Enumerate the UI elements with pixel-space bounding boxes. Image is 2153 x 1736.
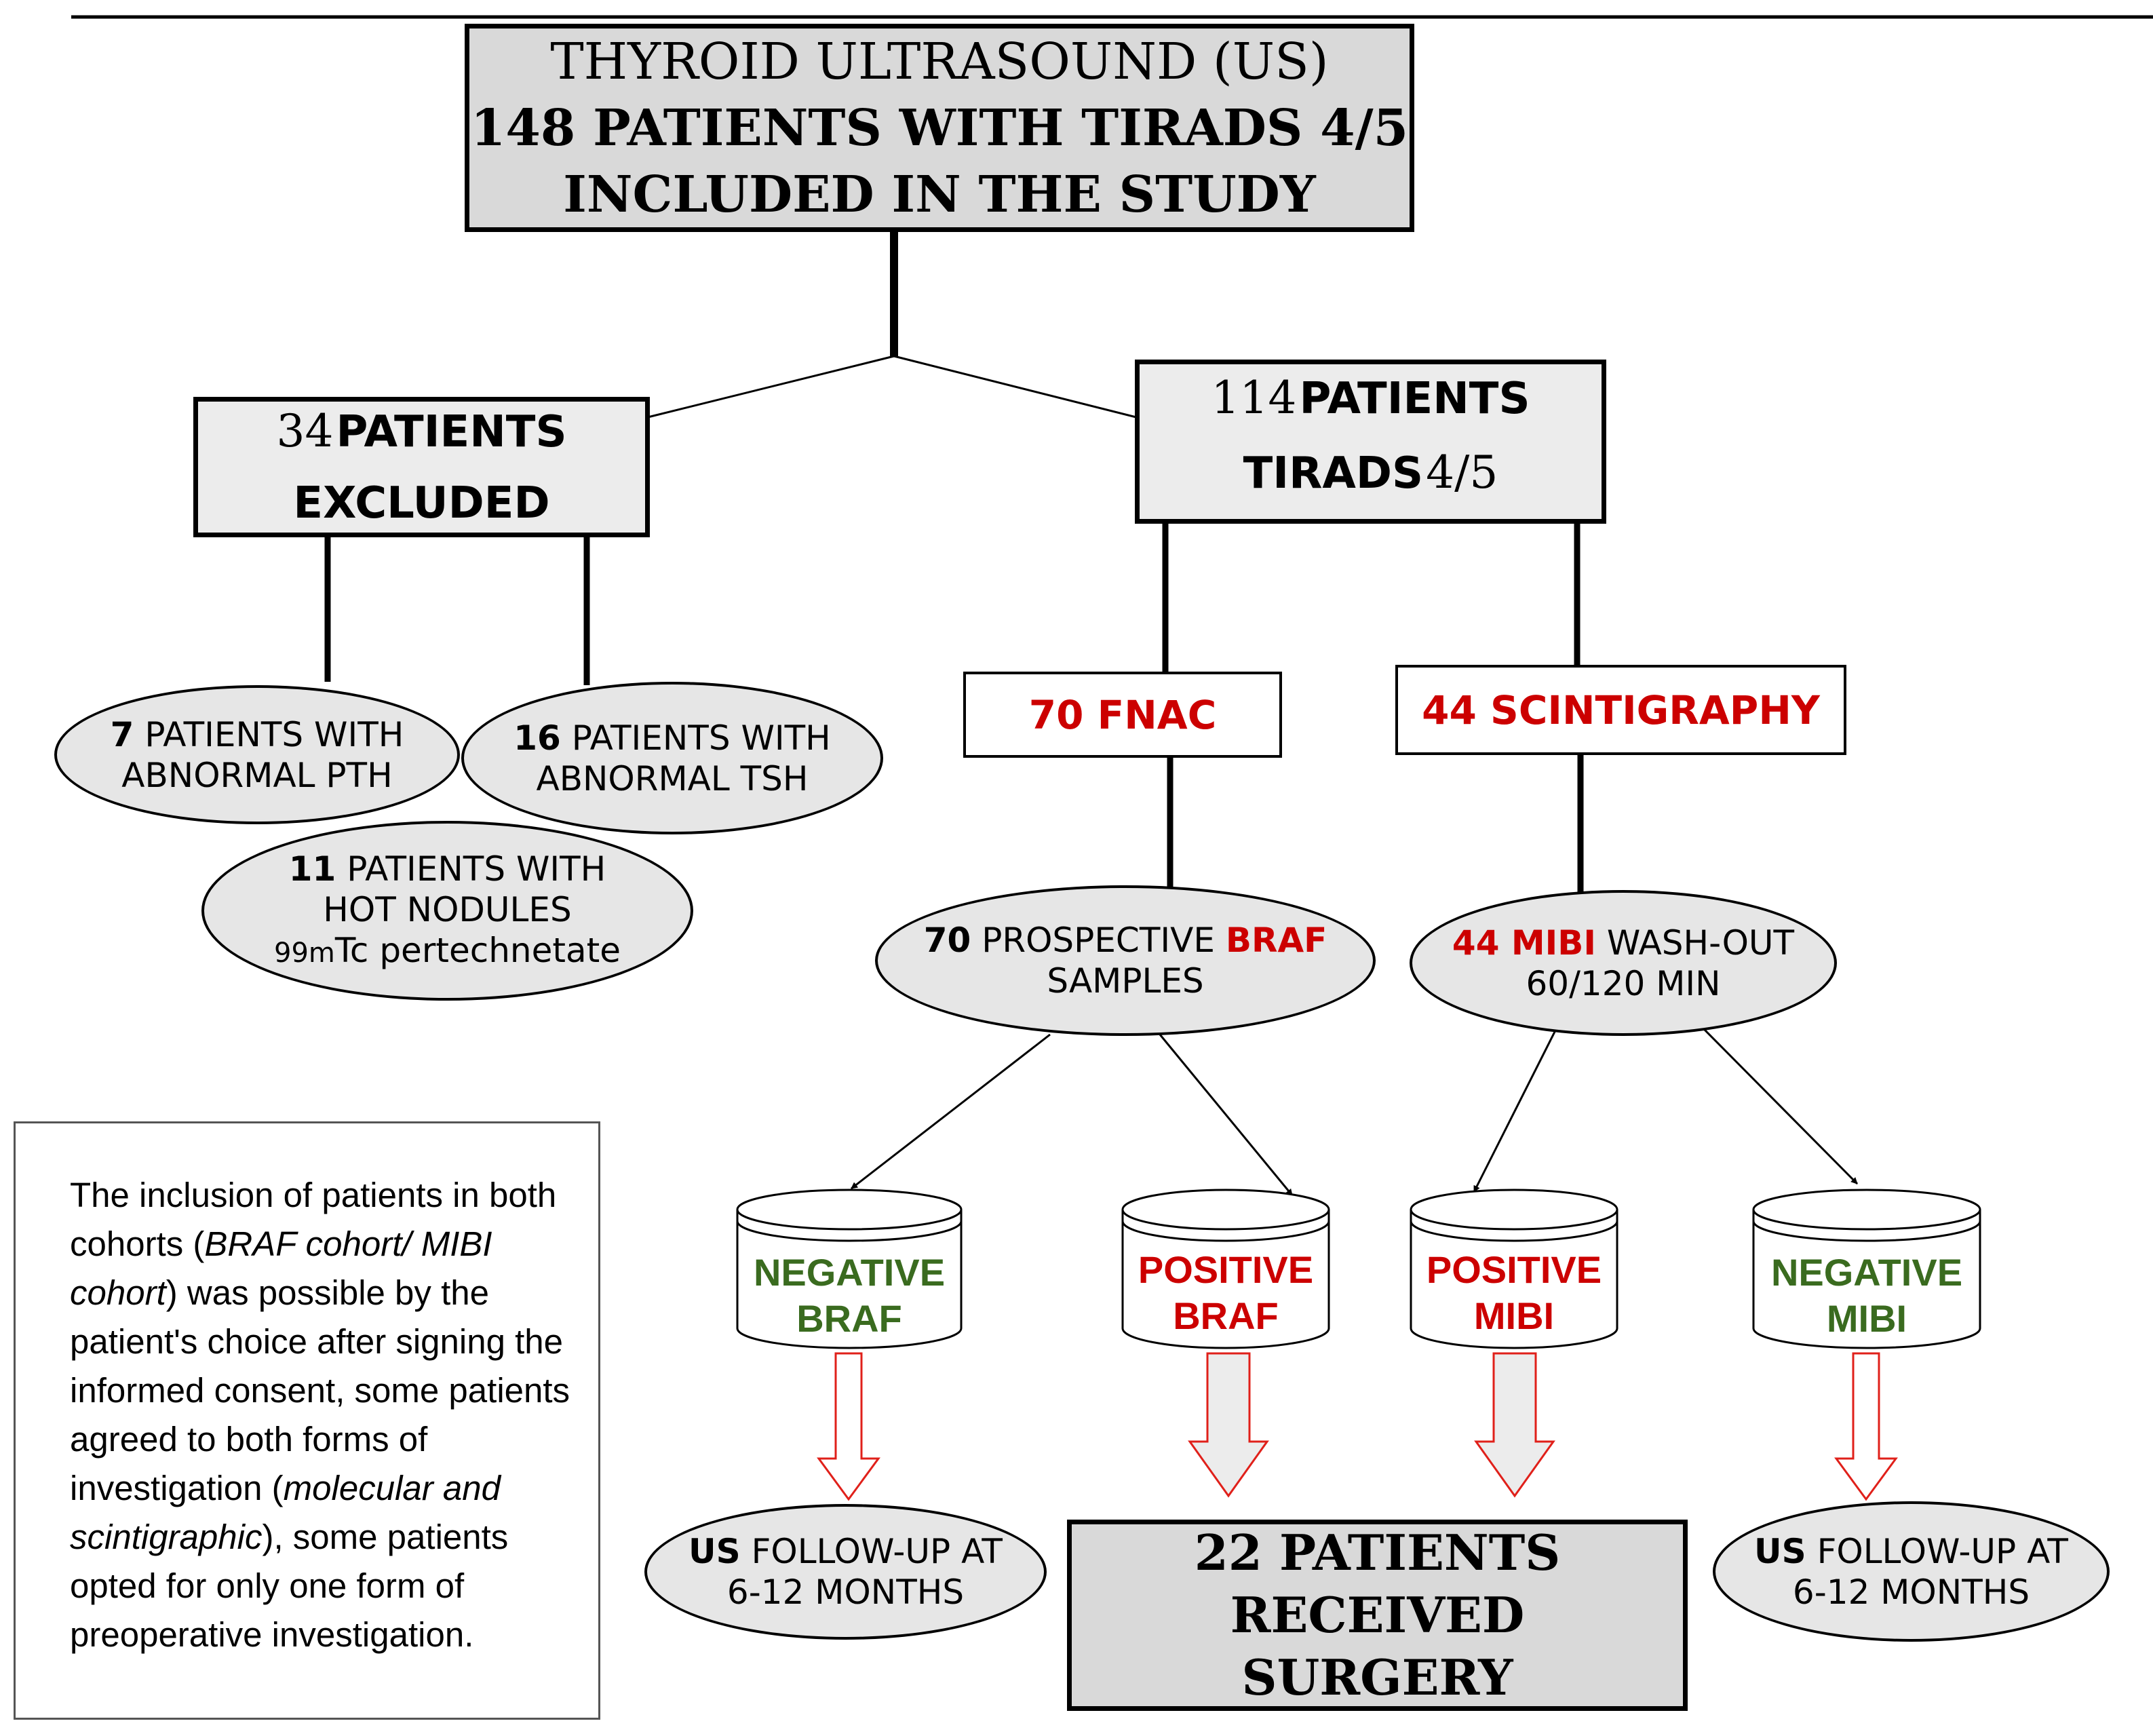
study-inclusion-box: THYROID ULTRASOUND (US) 148 PATIENTS WIT… — [465, 24, 1414, 232]
braf-line2: SAMPLES — [1047, 961, 1204, 1001]
followup-left-ellipse: US FOLLOW-UP AT 6-12 MONTHS — [644, 1504, 1047, 1640]
surgery-line2: RECEIVED — [1230, 1586, 1525, 1644]
cylinder-negative-mibi — [1752, 1189, 1981, 1349]
hot-line2: HOT NODULES — [323, 889, 572, 929]
hot-line3: Tc pertechnetate — [334, 930, 621, 970]
included-tirads-value: 4/5 — [1426, 446, 1498, 499]
cohort-note-text: The inclusion of patients in both cohort… — [70, 1171, 598, 1659]
surgery-line3: SURGERY — [1241, 1648, 1513, 1706]
study-included-label: INCLUDED IN THE STUDY — [563, 165, 1316, 224]
note-italic-1: BRAF cohort/ MIBI cohort — [70, 1224, 492, 1312]
braf-count: 70 — [923, 921, 971, 960]
mibi-post: WASH-OUT — [1606, 923, 1795, 963]
arrow-down-positive-mibi — [1474, 1352, 1555, 1498]
positive-braf-line1: POSITIVE — [1138, 1248, 1314, 1291]
pth-count: 7 — [110, 714, 134, 754]
scintigraphy-label: 44 SCINTIGRAPHY — [1422, 687, 1820, 733]
included-box: 114 PATIENTS TIRADS 4/5 — [1135, 360, 1606, 524]
followup-right-ellipse: US FOLLOW-UP AT 6-12 MONTHS — [1713, 1501, 2110, 1642]
excluded-tsh-ellipse: 16 PATIENTS WITH ABNORMAL TSH — [461, 682, 883, 834]
cylinder-positive-mibi — [1410, 1189, 1618, 1349]
arrow-mibi-positive — [1473, 1027, 1558, 1193]
excluded-label: PATIENTS — [336, 406, 567, 457]
scintigraphy-box: 44 SCINTIGRAPHY — [1395, 665, 1846, 755]
note-italic-2: molecular and scintigraphic — [70, 1469, 501, 1556]
positive-braf-line2: BRAF — [1173, 1294, 1279, 1337]
branch-right-line — [893, 355, 1137, 419]
braf-samples-ellipse: 70 PROSPECTIVE BRAF SAMPLES — [875, 885, 1376, 1036]
negative-mibi-label: NEGATIVE MIBI — [1753, 1248, 1980, 1343]
branch-left-line — [647, 355, 895, 419]
positive-braf-label: POSITIVE BRAF — [1123, 1246, 1329, 1340]
negative-mibi-line1: NEGATIVE — [1770, 1251, 1963, 1294]
surgery-line1: 22 PATIENTS — [1194, 1524, 1561, 1581]
surgery-box: 22 PATIENTS RECEIVED SURGERY — [1067, 1520, 1688, 1711]
mibi-washout-ellipse: 44 MIBI WASH-OUT 60/120 MIN — [1410, 890, 1837, 1036]
followup-left-line1: FOLLOW-UP AT — [751, 1532, 1003, 1571]
study-title: THYROID ULTRASOUND (US) — [550, 32, 1329, 91]
arrow-braf-negative — [851, 1033, 1051, 1190]
fnac-box: 70 FNAC — [963, 672, 1282, 758]
note-text-3: ), some patients opted for only one form… — [70, 1518, 509, 1654]
mibi-highlight: 44 MIBI — [1452, 923, 1596, 963]
followup-right-line1: FOLLOW-UP AT — [1817, 1531, 2068, 1571]
tsh-count: 16 — [513, 718, 561, 758]
cylinder-negative-braf — [736, 1189, 963, 1349]
study-included-count: 148 PATIENTS WITH TIRADS 4/5 — [470, 98, 1409, 157]
braf-pre: PROSPECTIVE — [982, 921, 1215, 960]
followup-right-line2: 6-12 MONTHS — [1792, 1572, 2030, 1612]
cylinder-positive-braf — [1121, 1189, 1330, 1349]
followup-left-line2: 6-12 MONTHS — [726, 1573, 965, 1612]
note-text-1: The inclusion of patients in both cohort… — [70, 1176, 557, 1263]
tsh-line2: ABNORMAL TSH — [536, 758, 809, 798]
negative-braf-line1: NEGATIVE — [753, 1251, 946, 1294]
cohort-note-box: The inclusion of patients in both cohort… — [14, 1121, 600, 1720]
arrow-down-negative-mibi — [1834, 1352, 1898, 1501]
excluded-pth-ellipse: 7 PATIENTS WITH ABNORMAL PTH — [54, 685, 460, 824]
excluded-count: 34 — [276, 404, 334, 457]
fnac-label: 70 FNAC — [1028, 691, 1217, 738]
excluded-hot-nodules-ellipse: 11 PATIENTS WITH HOT NODULES 99mTc perte… — [201, 821, 693, 1001]
included-tirads-label: TIRADS — [1243, 448, 1424, 499]
positive-mibi-line2: MIBI — [1473, 1294, 1555, 1337]
excluded-label-2: EXCLUDED — [293, 478, 550, 528]
included-count: 114 — [1211, 372, 1297, 424]
mibi-line2: 60/120 MIN — [1526, 963, 1721, 1003]
hot-isotope: 99m — [274, 937, 335, 969]
arrow-down-positive-braf — [1188, 1352, 1269, 1498]
hot-line1: PATIENTS WITH — [347, 849, 606, 889]
pth-line2: ABNORMAL PTH — [121, 755, 393, 795]
excluded-box: 34 PATIENTS EXCLUDED — [193, 397, 650, 537]
negative-mibi-line2: MIBI — [1826, 1297, 1907, 1340]
positive-mibi-line1: POSITIVE — [1426, 1248, 1602, 1291]
arrow-mibi-negative — [1701, 1026, 1859, 1185]
hot-count: 11 — [288, 849, 336, 889]
tsh-line1: PATIENTS WITH — [571, 718, 831, 758]
note-text-2: ) was possible by the patient's choice a… — [70, 1273, 570, 1507]
arrow-down-negative-braf — [817, 1352, 880, 1501]
followup-right-us: US — [1754, 1531, 1806, 1571]
negative-braf-label: NEGATIVE BRAF — [737, 1248, 961, 1343]
pth-line1: PATIENTS WITH — [144, 714, 404, 754]
followup-left-us: US — [688, 1532, 741, 1571]
positive-mibi-label: POSITIVE MIBI — [1411, 1246, 1617, 1340]
arrow-braf-positive — [1159, 1034, 1294, 1196]
included-label: PATIENTS — [1299, 374, 1530, 424]
negative-braf-line2: BRAF — [796, 1297, 902, 1340]
braf-highlight: BRAF — [1225, 921, 1327, 960]
